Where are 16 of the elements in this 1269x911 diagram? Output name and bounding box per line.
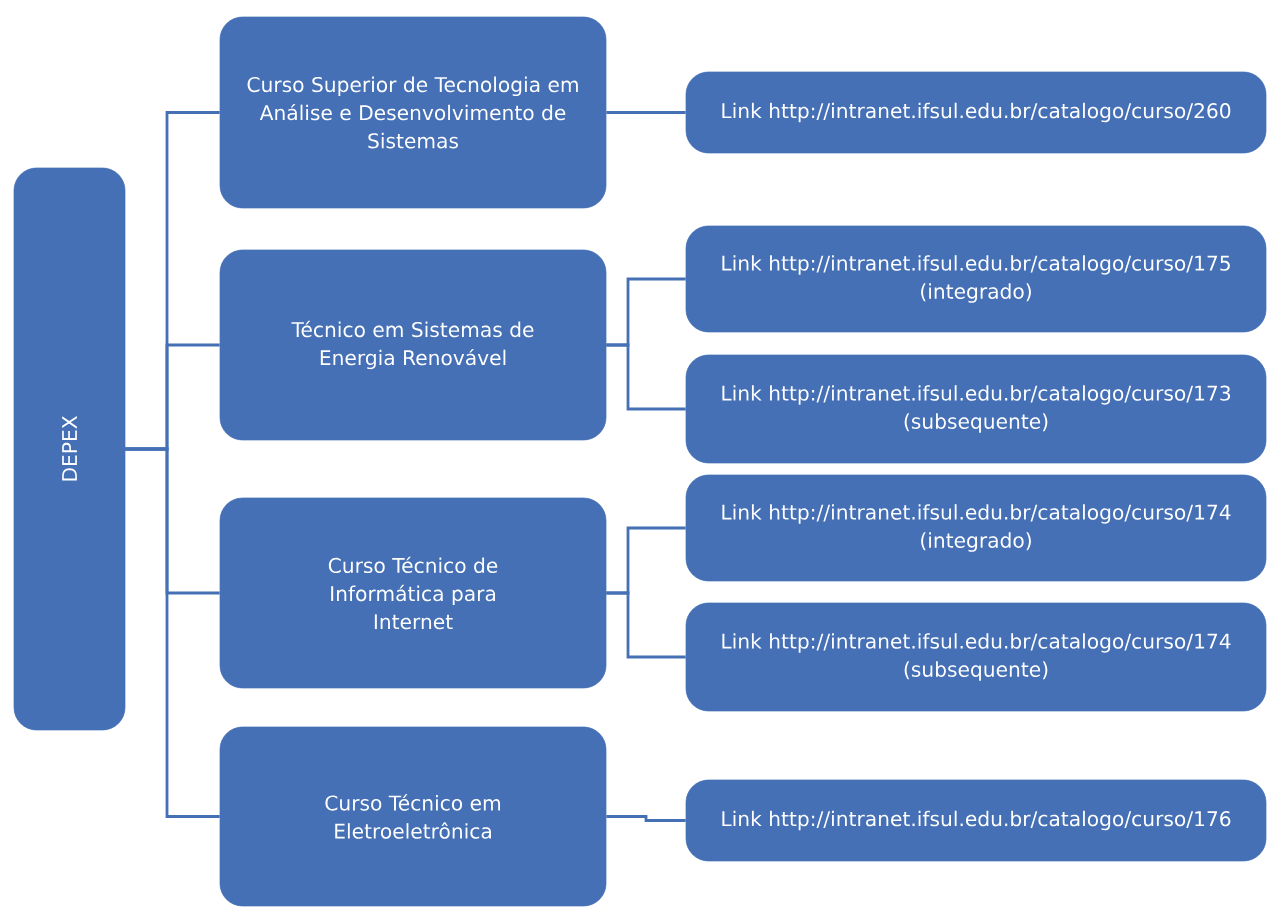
department-box: DEPEX — [13, 167, 126, 731]
connector-line — [606, 111, 686, 114]
connector-line — [606, 591, 686, 659]
link-box: Link http://intranet.ifsul.edu.br/catalogo/curso/174 (integrado) — [685, 474, 1267, 582]
course-box: Técnico em Sistemas de Energia Renovável — [219, 249, 607, 441]
link-box: Link http://intranet.ifsul.edu.br/catalogo/curso/176 — [685, 779, 1267, 862]
link-box: Link http://intranet.ifsul.edu.br/catalogo/curso/260 — [685, 71, 1267, 154]
connector-line — [606, 815, 686, 822]
link-box: Link http://intranet.ifsul.edu.br/catalogo/curso/173 (subsequente) — [685, 354, 1267, 464]
connector-line — [125, 447, 220, 818]
course-box: Curso Técnico de Informática para Internet — [219, 497, 607, 689]
link-box: Link http://intranet.ifsul.edu.br/catalogo/curso/174 (subsequente) — [685, 602, 1267, 712]
course-box: Curso Técnico em Eletroeletrônica — [219, 726, 607, 907]
connector-line — [606, 343, 686, 411]
course-box: Curso Superior de Tecnologia em Análise e Desenvolvimento de Sistemas — [219, 16, 607, 209]
link-box: Link http://intranet.ifsul.edu.br/catalogo/curso/175 (integrado) — [685, 225, 1267, 333]
